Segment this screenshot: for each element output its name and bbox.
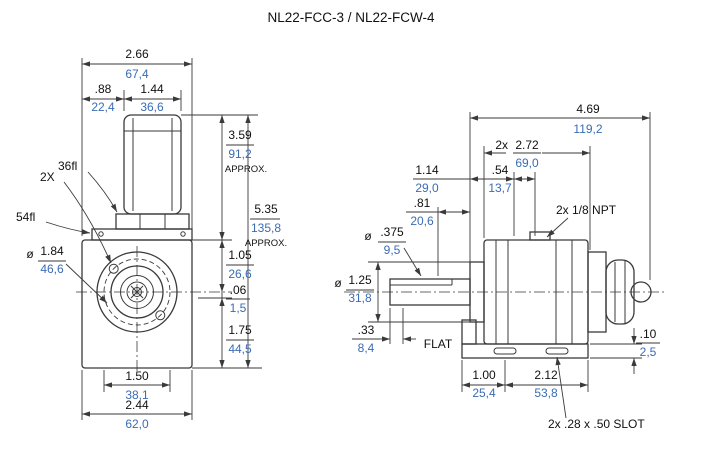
dim-c3-mm: 44,5	[228, 342, 252, 356]
dim-p2-in: .54	[492, 163, 509, 177]
front-view-dimension-text: 2.66 67,4 .88 22,4 1.44 36,6 3.59 91,2 A…	[16, 47, 287, 431]
label-2x: 2X	[40, 170, 55, 184]
dim-ports-in: 2.72	[515, 138, 539, 152]
dim-offset-in: .88	[95, 82, 112, 96]
leader-hex36	[87, 171, 118, 213]
dim-flat-l-mm: 20,6	[410, 214, 434, 228]
leader-bolt-circle	[65, 263, 108, 304]
diameter-symbol-2: ø	[364, 229, 372, 243]
dim-shaft-mm: 9,5	[384, 243, 401, 257]
bracket-tab	[461, 319, 477, 345]
dim-bkt-t-in: .10	[640, 327, 657, 341]
leader-hex54	[45, 221, 91, 235]
dim-width-mm: 67,4	[125, 67, 149, 81]
npt-port-boss	[529, 231, 551, 241]
hex-nut	[115, 213, 190, 230]
dim-h2-in: 5.35	[254, 202, 278, 216]
dim-b1-in: 1.50	[125, 369, 149, 383]
bolt-hole-2	[155, 310, 166, 321]
diameter-symbol-3: ø	[334, 276, 342, 290]
dim-h1-in: 3.59	[228, 128, 252, 142]
dim-b1-mm: 38,1	[125, 388, 149, 402]
bracket-foot	[461, 343, 589, 359]
dim-rb2-mm: 53,8	[534, 386, 558, 400]
dim-c2-mm: 1,5	[230, 301, 247, 315]
dim-rb2-in: 2.12	[534, 368, 558, 382]
dim-conn-w-mm: 36,6	[140, 100, 164, 114]
dim-c1-mm: 26,6	[228, 267, 252, 281]
bolt-hole-1	[108, 263, 119, 274]
dim-b2-mm: 62,0	[125, 417, 149, 431]
dim-bc-in: 1.84	[40, 244, 64, 258]
dim-shaft-in: .375	[380, 225, 404, 239]
dim-ports-mm: 69,0	[515, 156, 539, 170]
label-flat: FLAT	[424, 337, 453, 351]
mounting-plate	[91, 228, 193, 241]
dim-p1-in: 1.14	[415, 163, 439, 177]
diameter-symbol-1: ø	[26, 247, 34, 261]
dim-c2-in: .06	[230, 283, 247, 297]
side-view-dimension-lines	[346, 112, 660, 419]
dim-bc-mm: 46,6	[40, 262, 64, 276]
bracket-slot-2	[545, 347, 569, 355]
dim-len-in: 4.69	[576, 102, 600, 116]
leader-2x-holes	[63, 181, 112, 264]
approx-note-1: APPROX.	[225, 164, 267, 175]
approx-note-2: APPROX.	[245, 238, 287, 249]
dim-len-mm: 119,2	[573, 122, 602, 136]
side-view-dimension-text: 4.69 119,2 2x 2.72 69,0 1.14 29,0 .54 13…	[334, 102, 656, 431]
dim-c1-in: 1.05	[228, 248, 252, 262]
side-view-geometry	[344, 231, 664, 359]
dim-offset-mm: 22,4	[91, 100, 115, 114]
label-54fl: 54fl	[16, 210, 35, 224]
dim-width-in: 2.66	[125, 47, 149, 61]
dim-flat-l-in: .81	[414, 196, 431, 210]
dim-bkt-t-mm: 2,5	[640, 345, 657, 359]
label-slot: 2x .28 x .50 SLOT	[548, 417, 645, 431]
dim-b2-in: 2.44	[125, 398, 149, 412]
dim-pilot-mm: 31,8	[348, 291, 372, 305]
dim-conn-w-in: 1.44	[140, 82, 164, 96]
dim-flat-off-mm: 8,4	[358, 341, 375, 355]
dim-p2-mm: 13,7	[488, 181, 512, 195]
dim-rb1-mm: 25,4	[472, 386, 496, 400]
dim-flat-off-in: .33	[358, 323, 375, 337]
dim-rb1-in: 1.00	[472, 368, 496, 382]
front-view-dimension-lines	[38, 58, 280, 420]
label-npt: 2x 1/8 NPT	[556, 203, 617, 217]
page-title: NL22-FCC-3 / NL22-FCW-4	[267, 10, 435, 25]
dim-c3-in: 1.75	[228, 323, 252, 337]
bracket-slot-1	[493, 347, 517, 355]
label-2x-ports: 2x	[495, 138, 508, 152]
dim-p1-mm: 29,0	[415, 181, 439, 195]
dim-pilot-in: 1.25	[348, 273, 372, 287]
dim-h2-mm: 135,8	[251, 221, 281, 235]
dim-h1-mm: 91,2	[228, 147, 252, 161]
front-view-geometry	[76, 114, 232, 374]
label-36fl: 36fl	[58, 159, 77, 173]
